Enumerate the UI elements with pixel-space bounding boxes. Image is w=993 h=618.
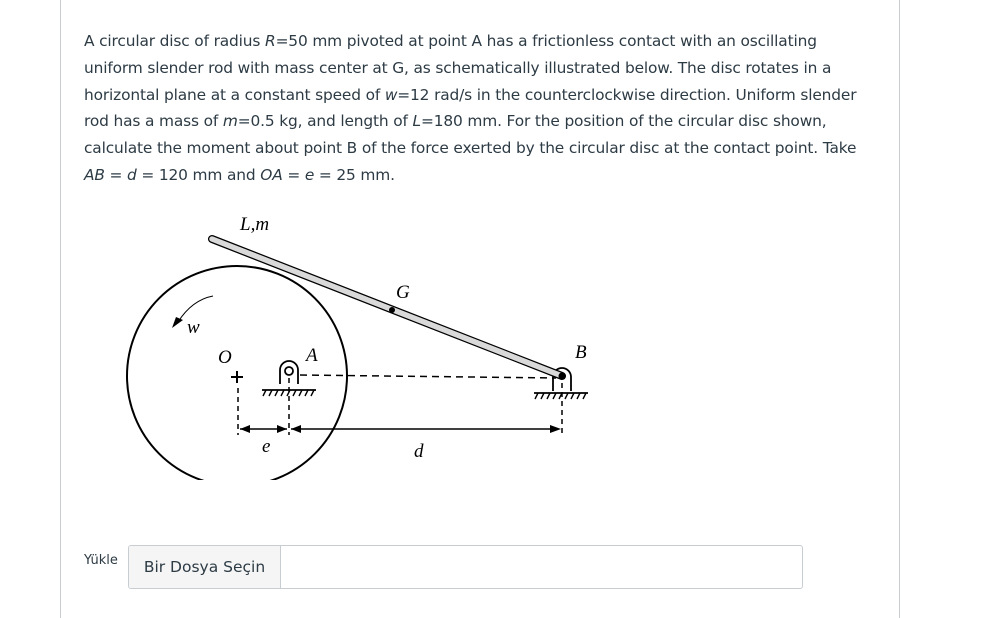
center-cross-icon	[231, 371, 243, 383]
upload-label: Yükle	[84, 553, 118, 568]
question-line: A circular disc of radius R=50 mm pivote…	[84, 32, 817, 50]
slender-rod	[208, 235, 566, 380]
label-b: B	[575, 342, 587, 363]
question-card	[60, 0, 900, 618]
mass-center-dot	[389, 307, 395, 313]
file-upload-field[interactable]: Bir Dosya Seçin	[128, 545, 803, 589]
question-line: calculate the moment about point B of th…	[84, 139, 857, 158]
question-line: AB = d = 120 mm and OA = e = 25 mm.	[84, 165, 395, 184]
rotation-arrow-icon	[177, 295, 214, 323]
label-a: A	[304, 345, 318, 366]
choose-file-button[interactable]: Bir Dosya Seçin	[129, 546, 281, 588]
label-w: w	[187, 317, 200, 338]
label-g: G	[396, 282, 410, 303]
label-e: e	[262, 436, 270, 457]
label-d: d	[414, 441, 424, 462]
question-text: A circular disc of radius R=50 mm pivote…	[84, 28, 884, 189]
label-rod: L,m	[239, 214, 269, 235]
question-line: horizontal plane at a constant speed of …	[84, 85, 857, 104]
question-line: uniform slender rod with mass center at …	[84, 58, 832, 77]
circular-disc	[126, 265, 348, 480]
label-o: O	[218, 347, 232, 368]
pivot-a-support	[262, 360, 316, 391]
question-line: rod has a mass of m=0.5 kg, and length o…	[84, 112, 827, 131]
mechanism-diagram: L,m G w O A B e d	[126, 214, 588, 480]
